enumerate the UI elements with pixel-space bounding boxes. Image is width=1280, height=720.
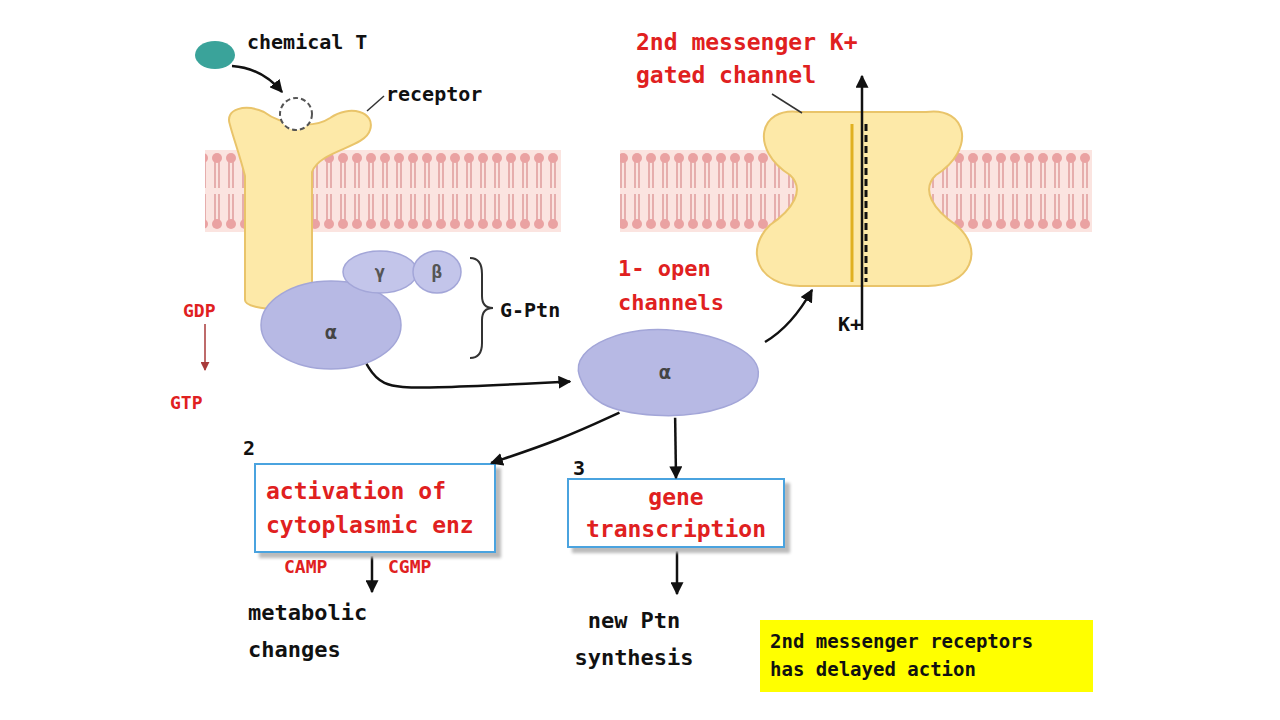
signal-arrow — [367, 364, 571, 388]
g-protein-subunit: γ — [342, 250, 418, 294]
annotation-label: new Ptn synthesis — [564, 602, 704, 677]
exchange-arrow — [204, 324, 206, 370]
leader-line — [367, 96, 384, 111]
process-box: 2nd messenger receptors has delayed acti… — [760, 620, 1093, 692]
open-channel-arrow — [765, 290, 812, 342]
annotation-label: CGMP — [388, 556, 431, 578]
binding-site — [280, 98, 312, 130]
signal-arrow — [491, 413, 619, 463]
output-arrow — [371, 556, 374, 592]
g-protein-bracket — [470, 258, 493, 358]
binding-arrow — [232, 66, 282, 92]
signal-arrow — [674, 418, 677, 478]
node-text: 2nd messenger receptors has delayed acti… — [770, 628, 1071, 683]
node-text: gene transcription — [579, 481, 773, 545]
annotation-label: GTP — [170, 392, 203, 414]
k-channel — [757, 111, 972, 286]
g-protein-subunit: α — [568, 326, 762, 418]
annotation-label: receptor — [386, 82, 482, 106]
callout-number: 2 — [243, 436, 255, 460]
callout-number: 3 — [573, 456, 585, 480]
subunit-shape — [261, 281, 401, 369]
annotation-label: G-Ptn — [500, 298, 560, 322]
annotation-label: chemical T — [247, 30, 367, 54]
annotation-label: GDP — [183, 300, 216, 322]
subunit-shape — [343, 251, 417, 293]
k-flow-arrow — [861, 76, 864, 330]
process-box: gene transcription — [567, 478, 785, 548]
leader-line — [772, 94, 802, 113]
channel-pore-wall — [851, 124, 854, 282]
subunit-shape — [413, 251, 461, 293]
node-text: α — [325, 320, 337, 344]
annotation-label: 2nd messenger K+ gated channel — [636, 26, 876, 93]
channel-pore — [865, 124, 868, 282]
annotation-label: 1- open channels — [618, 252, 738, 320]
node-text: β — [432, 261, 443, 283]
node-text: activation of cytoplasmic enz — [266, 474, 486, 543]
annotation-label: K+ — [838, 312, 862, 336]
annotation-label: metabolic changes — [248, 594, 388, 669]
process-box: activation of cytoplasmic enz — [254, 463, 496, 553]
output-arrow — [676, 551, 679, 594]
node-text: γ — [375, 261, 386, 283]
annotation-label: CAMP — [284, 556, 327, 578]
chemical-transmitter — [195, 41, 235, 69]
g-protein-subunit: β — [412, 250, 462, 294]
node-text: α — [659, 360, 671, 384]
subunit-shape — [578, 329, 758, 415]
